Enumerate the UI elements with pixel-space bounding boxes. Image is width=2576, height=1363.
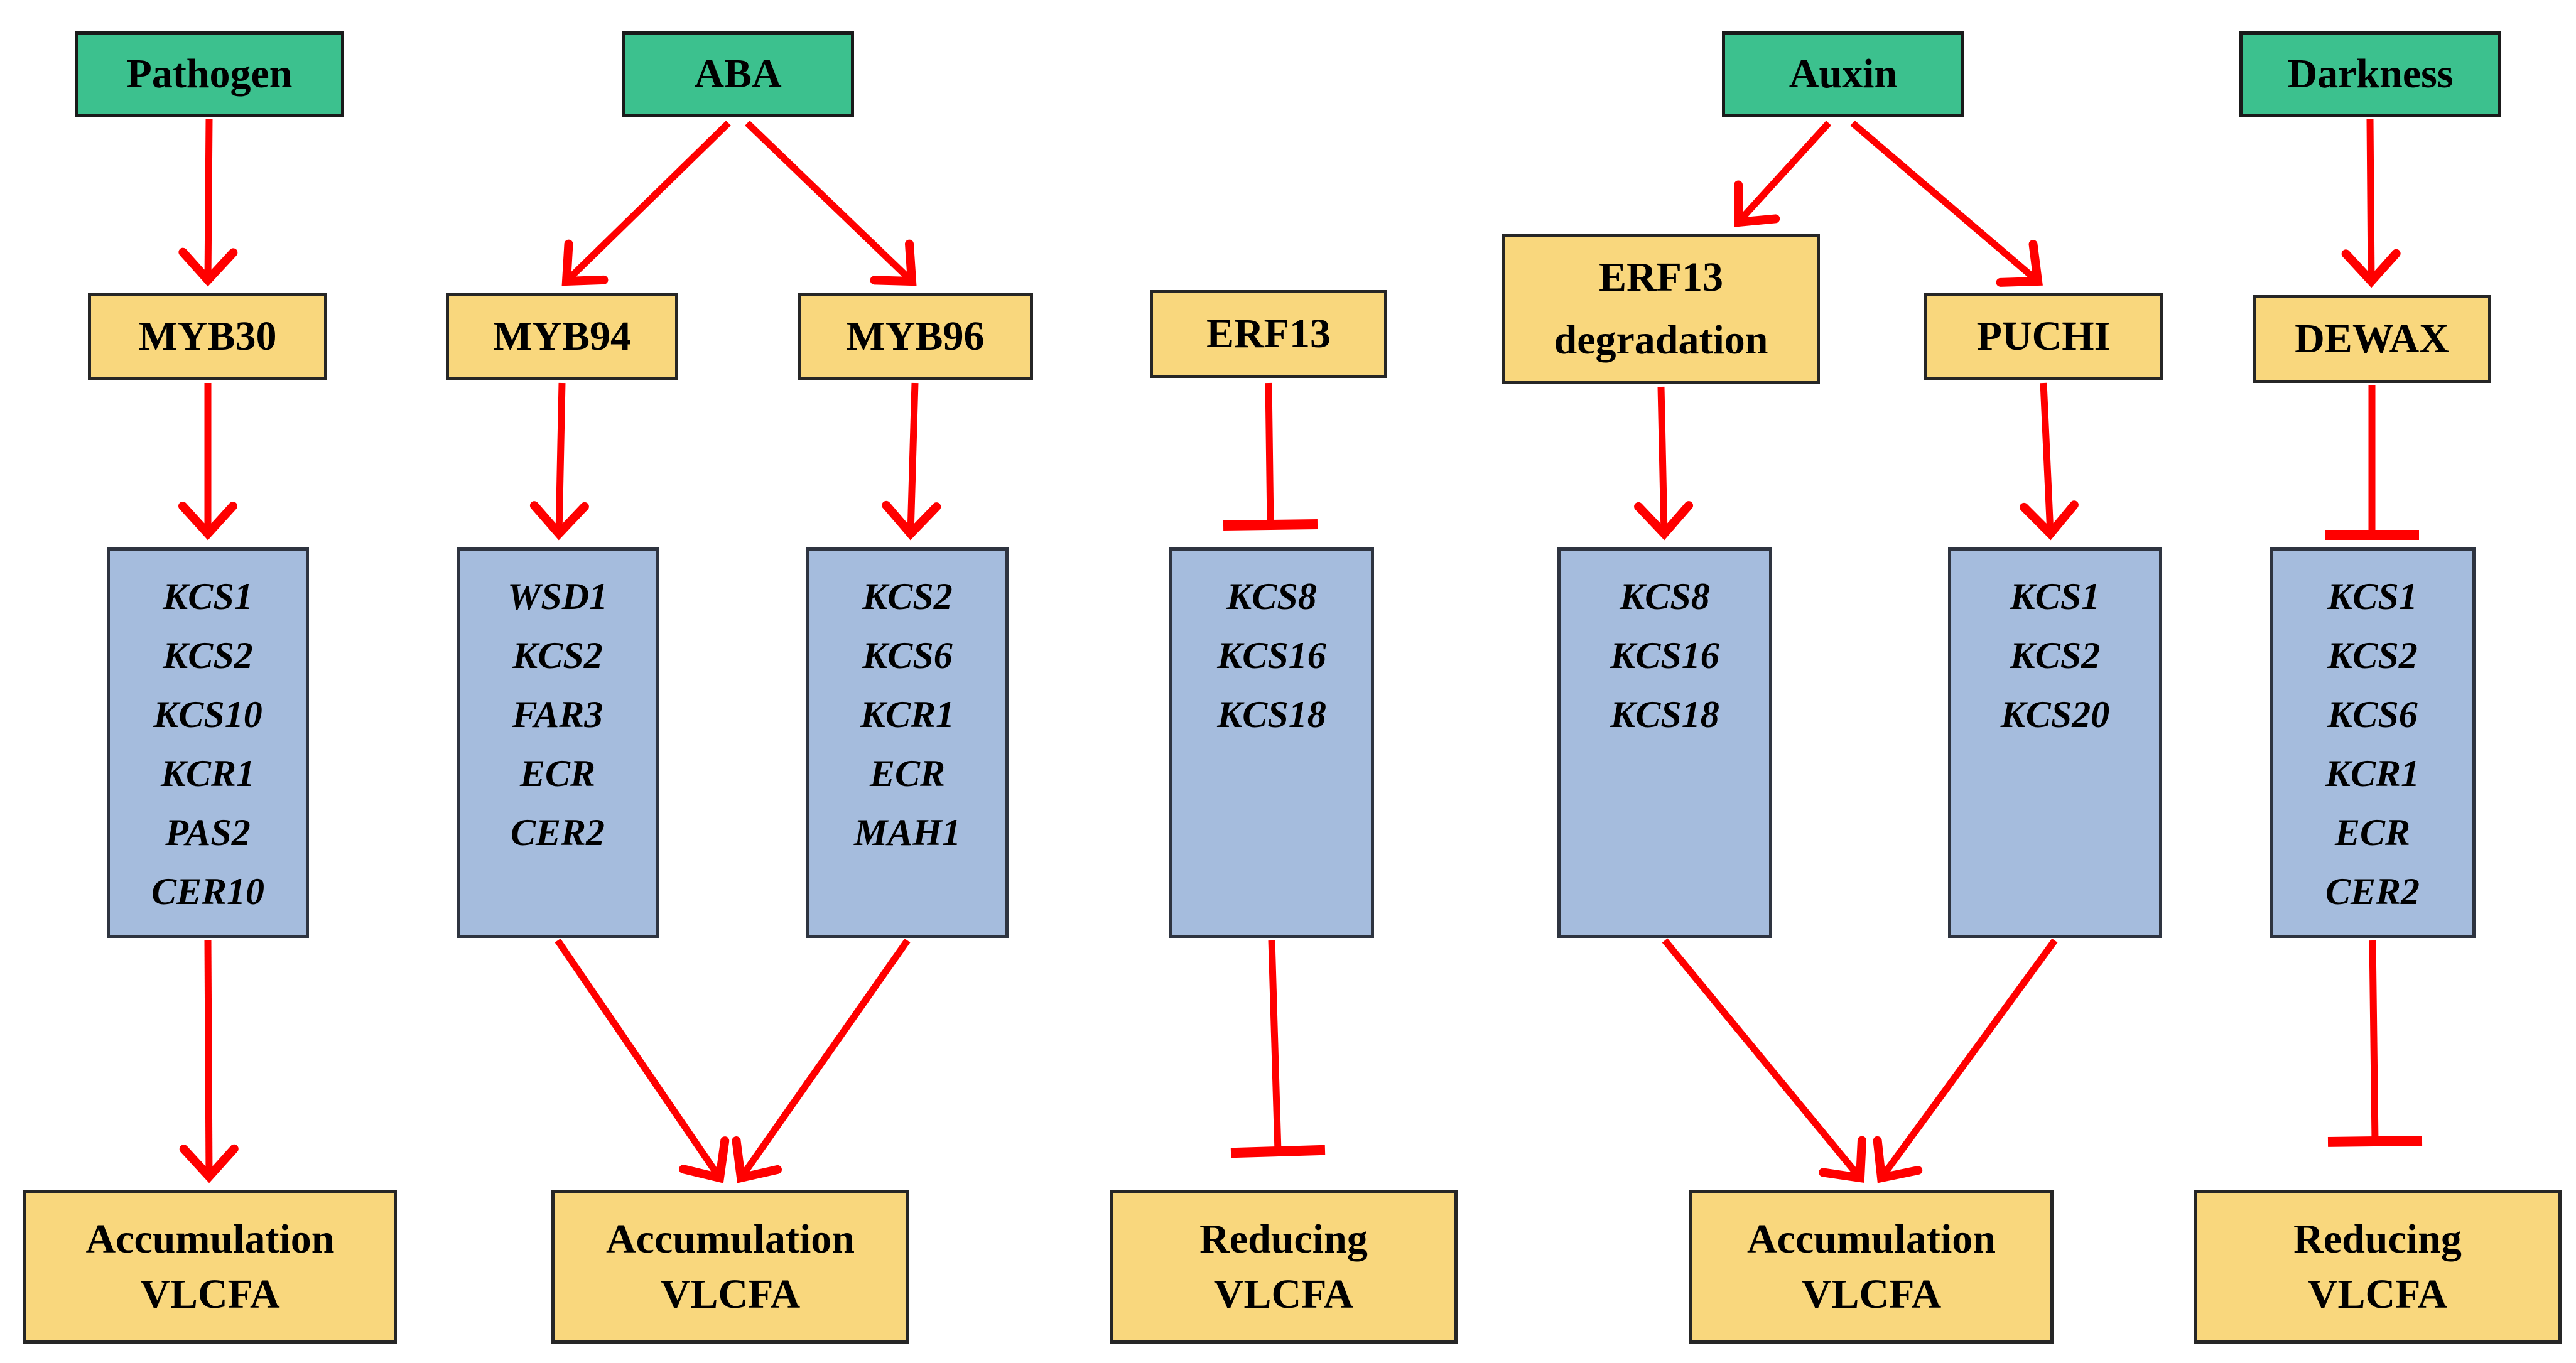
edge-aba-myb94-arrow — [561, 121, 731, 286]
gene-label: ECR — [2334, 812, 2411, 853]
edge-auxin-erf13deg-arrow — [1733, 121, 1832, 227]
node-auxin: Auxin — [1722, 31, 1964, 117]
gene-label: KCS1 — [2327, 576, 2418, 617]
outcome-darkness-line2: VLCFA — [2307, 1271, 2448, 1317]
gene-label: KCS6 — [2327, 694, 2418, 735]
gene-label: KCR1 — [160, 753, 256, 794]
edge-darkness-dewax-arrow — [2341, 119, 2401, 288]
edge-genes-outcome-darkness-inhibit — [2327, 940, 2423, 1147]
gene-label: FAR3 — [512, 694, 603, 735]
gene-label: KCR1 — [2325, 753, 2420, 794]
node-darkness-label: Darkness — [2287, 51, 2454, 97]
node-myb94: MYB94 — [446, 293, 678, 380]
gene-label: KCS20 — [2000, 694, 2110, 735]
gene-label: KCS16 — [1610, 635, 1719, 676]
node-aba-label: ABA — [694, 51, 782, 97]
edge-erf13deg-genes-arrow — [1634, 386, 1694, 541]
outcome-erf13: Reducing VLCFA — [1110, 1190, 1458, 1344]
edge-myb96-genes-arrow — [882, 382, 941, 541]
outcome-erf13-line2: VLCFA — [1213, 1271, 1354, 1317]
edge-erf13-genes-inhibit — [1223, 382, 1318, 531]
gene-label: PAS2 — [165, 812, 251, 853]
outcome-auxin-line2: VLCFA — [1801, 1271, 1942, 1317]
node-aba: ABA — [622, 31, 854, 117]
edge-puchi-genes-arrow — [2020, 382, 2079, 541]
gene-label: KCS1 — [2010, 576, 2101, 617]
node-erf13-degradation: ERF13 degradation — [1502, 234, 1820, 384]
node-erf13-degradation-line2: degradation — [1554, 317, 1768, 363]
node-dewax-label: DEWAX — [2295, 316, 2449, 362]
edge-genes-myb94-outcome-arrow — [555, 938, 730, 1183]
node-erf13-label: ERF13 — [1206, 311, 1331, 357]
outcome-erf13-line1: Reducing — [1199, 1215, 1368, 1262]
gene-label: KCS10 — [153, 694, 262, 735]
edge-aba-myb96-arrow — [745, 121, 917, 286]
outcome-aba: Accumulation VLCFA — [551, 1190, 909, 1344]
outcome-darkness-line1: Reducing — [2293, 1215, 2462, 1262]
gene-label: WSD1 — [507, 576, 609, 617]
edge-pathogen-myb30-arrow — [178, 119, 238, 287]
node-darkness: Darkness — [2239, 31, 2501, 117]
gene-label: KCS18 — [1217, 694, 1326, 735]
gene-label: KCS16 — [1217, 635, 1326, 676]
node-myb30-label: MYB30 — [138, 313, 277, 359]
gene-label: KCS2 — [2010, 635, 2101, 676]
node-erf13-degradation-line1: ERF13 — [1599, 254, 1723, 300]
gene-label: CER2 — [510, 812, 605, 853]
gene-label: KCS8 — [1226, 576, 1317, 617]
outcome-pathogen-line1: Accumulation — [85, 1215, 335, 1262]
outcome-auxin-line1: Accumulation — [1747, 1215, 1996, 1262]
edge-auxin-puchi-arrow — [1850, 120, 2043, 287]
gene-label: CER2 — [2325, 871, 2420, 912]
gene-label: ECR — [519, 753, 596, 794]
node-pathogen-label: Pathogen — [126, 51, 293, 97]
gene-label: MAH1 — [853, 812, 961, 853]
outcome-pathogen: Accumulation VLCFA — [23, 1190, 397, 1344]
gene-label: KCS2 — [512, 635, 603, 676]
node-dewax: DEWAX — [2253, 295, 2491, 383]
node-auxin-label: Auxin — [1789, 51, 1898, 97]
node-puchi: PUCHI — [1924, 293, 2163, 380]
outcome-aba-line1: Accumulation — [606, 1215, 855, 1262]
gene-label: KCS1 — [163, 576, 253, 617]
gene-label: KCS18 — [1610, 694, 1719, 735]
edge-genes-myb96-outcome-arrow — [732, 938, 911, 1183]
edge-myb94-genes-arrow — [529, 382, 589, 541]
gene-label: KCS2 — [2327, 635, 2418, 676]
gene-label: CER10 — [151, 871, 265, 912]
node-myb96-label: MYB96 — [846, 313, 985, 359]
gene-label: KCS2 — [862, 576, 953, 617]
outcome-darkness: Reducing VLCFA — [2194, 1190, 2562, 1344]
edge-genes-erf13deg-outcome-arrow — [1662, 938, 1866, 1183]
node-myb94-label: MYB94 — [493, 313, 631, 359]
gene-label: ECR — [869, 753, 946, 794]
gene-label: KCS8 — [1620, 576, 1710, 617]
gene-label: KCS2 — [163, 635, 253, 676]
node-myb96: MYB96 — [798, 293, 1033, 380]
node-erf13: ERF13 — [1150, 290, 1387, 378]
node-pathogen: Pathogen — [75, 31, 344, 117]
edge-genes-outcome-erf13-inhibit — [1230, 940, 1326, 1158]
edge-genes-puchi-outcome-arrow — [1873, 938, 2058, 1183]
gene-label: KCS6 — [862, 635, 953, 676]
outcome-auxin: Accumulation VLCFA — [1689, 1190, 2054, 1344]
edge-genes-outcome-pathogen-arrow — [179, 940, 239, 1183]
outcome-aba-line2: VLCFA — [660, 1271, 801, 1317]
gene-label: KCR1 — [860, 694, 955, 735]
node-puchi-label: PUCHI — [1976, 313, 2111, 359]
outcome-pathogen-line2: VLCFA — [140, 1271, 280, 1317]
node-myb30: MYB30 — [88, 293, 327, 380]
